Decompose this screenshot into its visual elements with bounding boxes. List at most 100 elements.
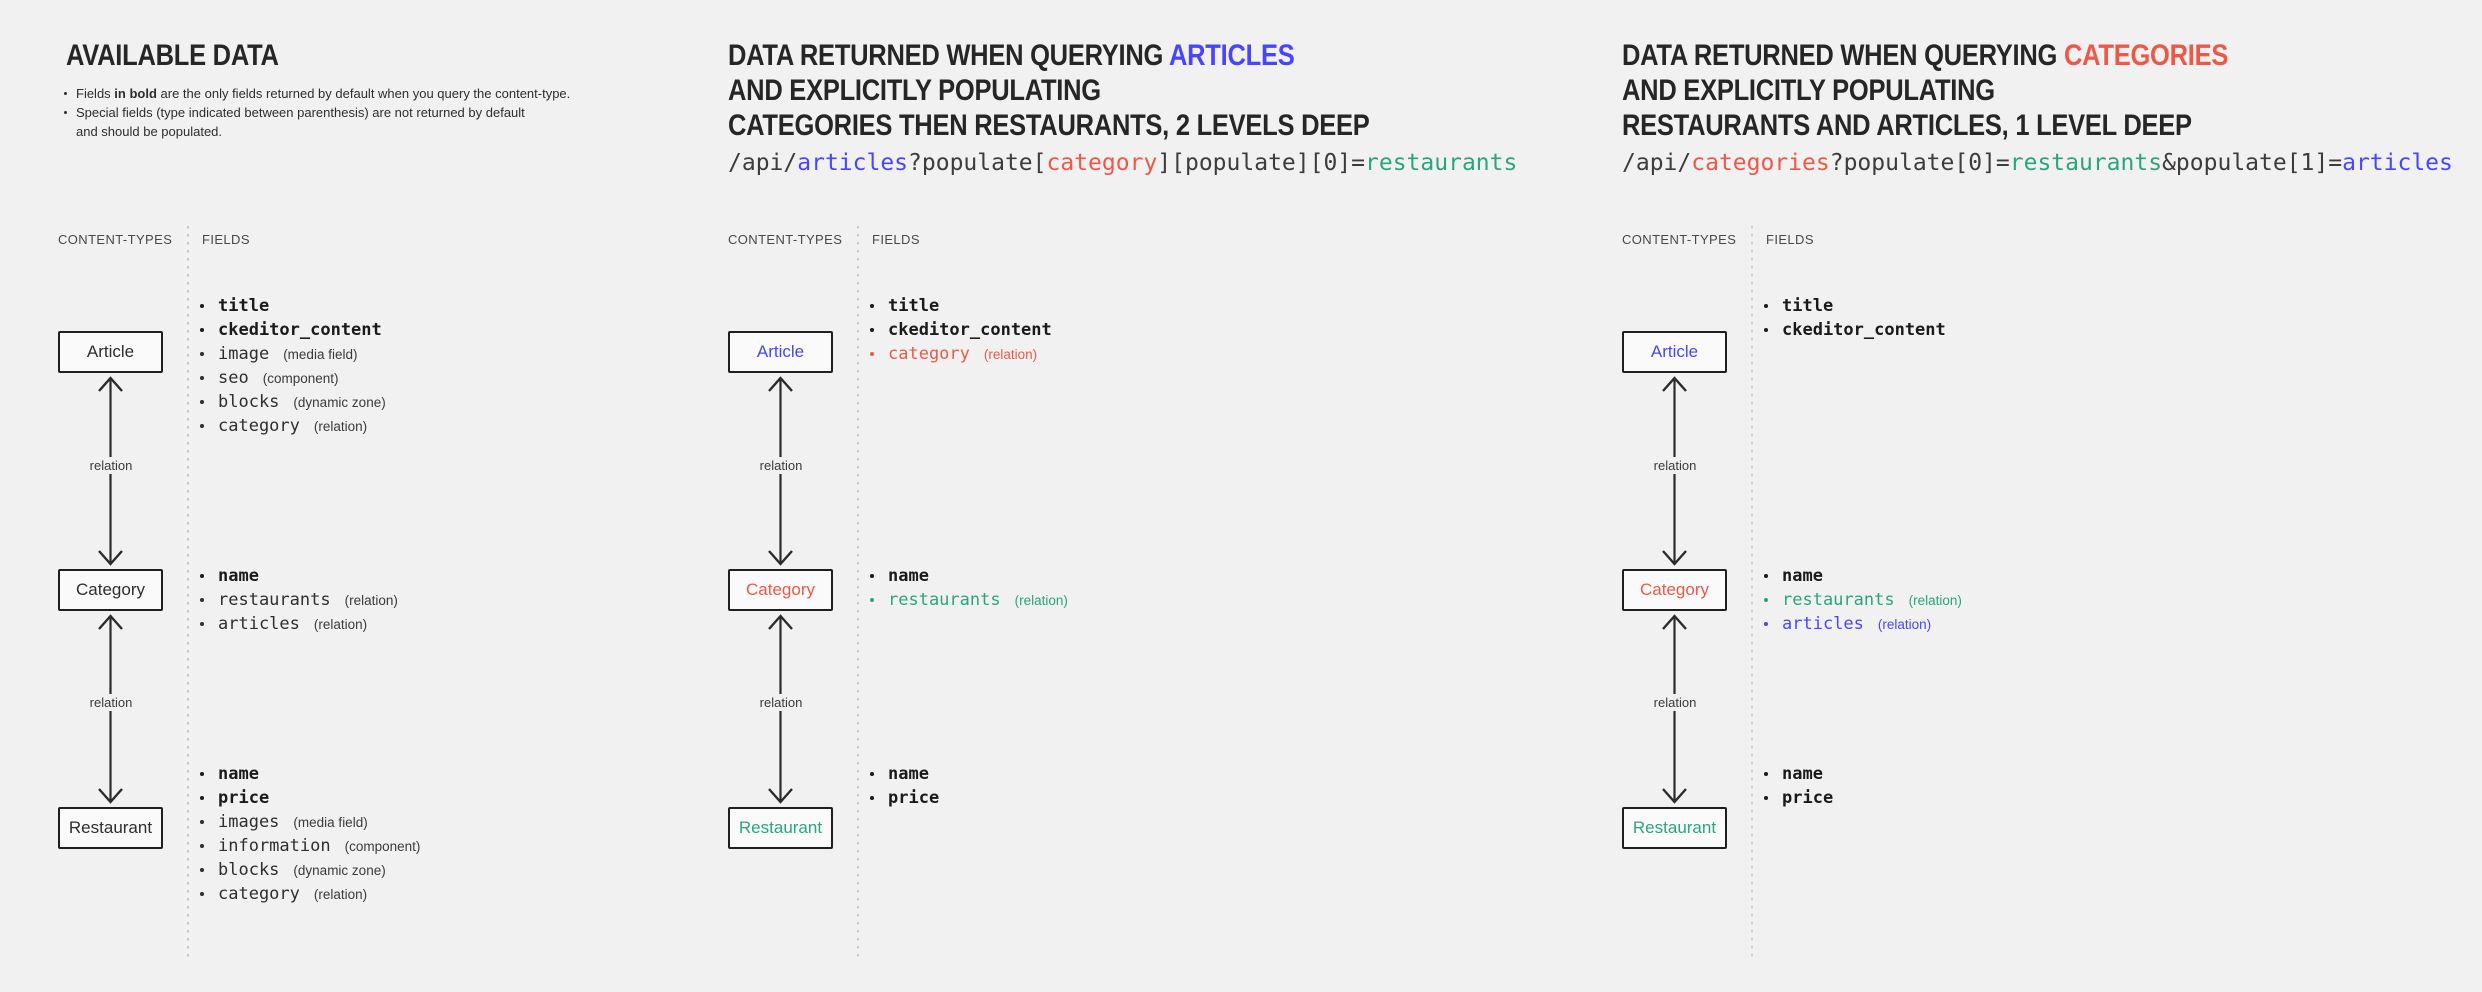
column-query-articles: DATA RETURNED WHEN QUERYING ARTICLES AND… <box>728 0 1517 992</box>
field-name: title <box>1782 296 1834 316</box>
title-line-3: RESTAURANTS AND ARTICLES, 1 LEVEL DEEP <box>1622 109 2192 142</box>
field-name: images <box>218 812 280 832</box>
content-type-label: Category <box>1640 580 1709 599</box>
column-title: DATA RETURNED WHEN QUERYING CATEGORIES A… <box>1622 38 2228 143</box>
content-type-label: Restaurant <box>68 818 153 837</box>
content-type-box-category: Category <box>58 569 163 611</box>
field-row: name <box>1762 762 1823 786</box>
bullet-icon <box>64 92 67 95</box>
legend-notes: Fields in bold are the only fields retur… <box>64 84 570 141</box>
field-name: category <box>218 884 300 904</box>
field-name: price <box>888 788 940 808</box>
field-row: title <box>198 294 269 318</box>
relation-label: relation <box>1647 457 1703 474</box>
title-line-1: DATA RETURNED WHEN QUERYING CATEGORIES <box>1622 38 2228 73</box>
bullet-icon <box>870 328 874 332</box>
content-type-box-article: Article <box>1622 331 1727 373</box>
field-name: title <box>888 296 940 316</box>
field-type: (media field) <box>293 814 368 830</box>
field-row: name <box>868 564 929 588</box>
field-row: blocks(dynamic zone) <box>198 390 386 414</box>
legend-note-continuation: and should be populated. <box>64 122 570 141</box>
relation-label: relation <box>83 694 139 711</box>
fields-header: FIELDS <box>872 232 920 247</box>
field-row: restaurants (relation) <box>868 588 1068 612</box>
field-name: name <box>1782 764 1823 784</box>
column-title-text: AVAILABLE DATA <box>66 39 279 72</box>
relation-label: relation <box>83 457 139 474</box>
content-type-label: Category <box>76 580 145 599</box>
bullet-icon <box>1764 574 1768 578</box>
bullet-icon <box>1764 598 1768 602</box>
column-title: AVAILABLE DATA <box>66 38 279 73</box>
field-name: category <box>218 416 300 436</box>
content-type-label: Category <box>746 580 815 599</box>
field-name: restaurants <box>218 590 331 610</box>
column-available-data: AVAILABLE DATA Fields in bold are the on… <box>58 0 708 992</box>
field-name: restaurants <box>888 590 1001 610</box>
bullet-icon <box>200 304 204 308</box>
field-name: name <box>218 764 259 784</box>
content-type-box-restaurant: Restaurant <box>1622 807 1727 849</box>
field-name: seo <box>218 368 249 388</box>
field-row: ckeditor_content <box>1762 318 1946 342</box>
legend-note-text: and should be populated. <box>76 124 223 139</box>
field-row: price <box>1762 786 1833 810</box>
field-name: blocks <box>218 392 280 412</box>
bullet-icon <box>200 598 204 602</box>
field-type: (relation) <box>1908 592 1962 608</box>
bullet-icon <box>870 598 874 602</box>
api-query-url: /api/categories?populate[0]=restaurants&… <box>1622 150 2453 176</box>
content-type-box-category: Category <box>728 569 833 611</box>
field-type: (relation) <box>313 616 368 632</box>
content-type-box-article: Article <box>728 331 833 373</box>
field-row: price <box>868 786 939 810</box>
field-row: seo(component) <box>198 366 339 390</box>
field-name: articles <box>218 614 300 634</box>
field-row: information(component) <box>198 834 420 858</box>
field-type: (relation) <box>1877 616 1932 632</box>
field-row: ckeditor_content <box>198 318 382 342</box>
field-row: image(media field) <box>198 342 357 366</box>
field-type: (media field) <box>283 346 358 362</box>
title-line-1: DATA RETURNED WHEN QUERYING ARTICLES <box>728 38 1370 73</box>
field-row: title <box>868 294 939 318</box>
title-line-2: AND EXPLICITLY POPULATING <box>1622 74 1995 107</box>
field-name: price <box>218 788 270 808</box>
column-query-categories: DATA RETURNED WHEN QUERYING CATEGORIES A… <box>1622 0 2453 992</box>
content-type-box-article: Article <box>58 331 163 373</box>
bullet-icon <box>870 574 874 578</box>
field-row: restaurants (relation) <box>1762 588 1962 612</box>
field-type: (relation) <box>344 592 398 608</box>
field-row: name <box>198 762 259 786</box>
field-row: category(relation) <box>198 882 367 906</box>
bullet-icon <box>200 868 204 872</box>
field-name: restaurants <box>1782 590 1895 610</box>
bullet-icon <box>200 796 204 800</box>
field-type: (relation) <box>313 418 368 434</box>
bullet-icon <box>200 820 204 824</box>
field-name: blocks <box>218 860 280 880</box>
bullet-icon <box>1764 304 1768 308</box>
bullet-icon <box>64 111 67 114</box>
bullet-icon <box>200 574 204 578</box>
field-row: title <box>1762 294 1833 318</box>
field-row: name <box>198 564 259 588</box>
content-type-box-category: Category <box>1622 569 1727 611</box>
field-row: restaurants (relation) <box>198 588 398 612</box>
bullet-icon <box>200 424 204 428</box>
bullet-icon <box>1764 772 1768 776</box>
bullet-icon <box>200 352 204 356</box>
field-row: images (media field) <box>198 810 368 834</box>
content-type-label: Article <box>86 342 135 361</box>
content-type-label: Article <box>1650 342 1699 361</box>
field-type: (relation) <box>1014 592 1068 608</box>
legend-note: Special fields (type indicated between p… <box>64 103 570 122</box>
bullet-icon <box>200 892 204 896</box>
field-name: ckeditor_content <box>1782 320 1946 340</box>
field-row: blocks(dynamic zone) <box>198 858 386 882</box>
field-name: name <box>218 566 259 586</box>
bullet-icon <box>870 796 874 800</box>
relation-label: relation <box>1647 694 1703 711</box>
content-types-header: CONTENT-TYPES <box>1622 232 1737 247</box>
